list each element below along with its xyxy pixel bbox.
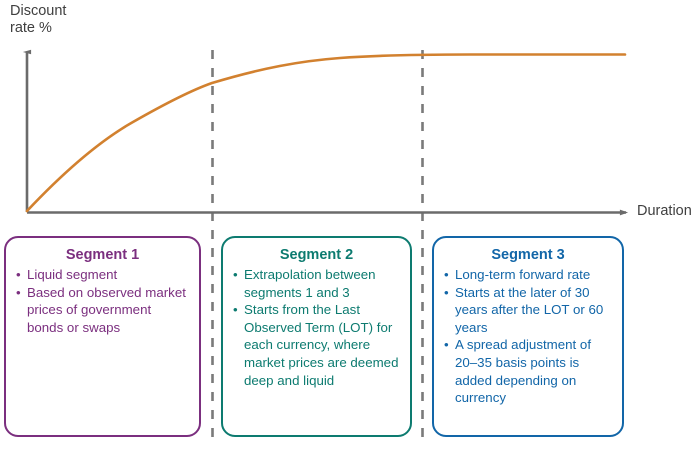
list-item: A spread adjustment of 20–35 basis point…: [444, 336, 612, 406]
y-axis-label: Discount rate %: [10, 3, 67, 36]
segment-3-box: Segment 3 Long-term forward rate Starts …: [432, 236, 624, 437]
segment-2-bullet-list: Extrapolation between segments 1 and 3 S…: [233, 266, 400, 389]
segment-1-box: Segment 1 Liquid segment Based on observ…: [4, 236, 201, 437]
discount-rate-curve: [25, 53, 627, 213]
segment-3-title: Segment 3: [491, 247, 565, 263]
list-item: Extrapolation between segments 1 and 3: [233, 266, 400, 301]
segment-2-title: Segment 2: [279, 247, 354, 263]
segment-1-title: Segment 1: [65, 247, 140, 263]
list-item: Liquid segment: [16, 266, 189, 284]
x-axis-label: Duration: [637, 203, 692, 219]
segment-1-bullet-list: Liquid segment Based on observed market …: [16, 266, 189, 336]
segment-2-box: Segment 2 Extrapolation between segments…: [221, 236, 412, 437]
segment-3-bullet-list: Long-term forward rate Starts at the lat…: [444, 266, 612, 407]
list-item: Starts from the Last Observed Term (LOT)…: [233, 301, 400, 389]
list-item: Starts at the later of 30 years after th…: [444, 284, 612, 337]
list-item: Long-term forward rate: [444, 266, 612, 284]
list-item: Based on observed market prices of gover…: [16, 284, 189, 337]
